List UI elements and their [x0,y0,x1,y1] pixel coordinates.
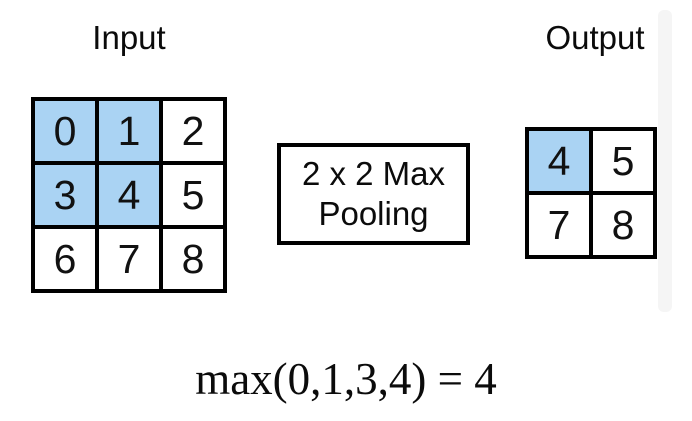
output-cell: 8 [593,195,653,255]
input-cell: 5 [163,165,223,225]
input-cell: 3 [35,165,95,225]
pooling-label-line2: Pooling [318,195,429,232]
input-cell: 7 [99,229,159,289]
input-title: Input [92,19,166,56]
output-title: Output [545,19,645,56]
input-cell: 6 [35,229,95,289]
input-cell: 4 [99,165,159,225]
input-cell: 0 [35,101,95,161]
pooling-operation-box: 2 x 2 Max Pooling [277,143,470,245]
input-cell: 1 [99,101,159,161]
formula-text: max(0,1,3,4) = 4 [195,354,497,404]
output-cell: 5 [593,131,653,191]
input-cell: 8 [163,229,223,289]
pooling-label-line1: 2 x 2 Max [301,154,446,192]
output-cell: 7 [529,195,589,255]
output-cell: 4 [529,131,589,191]
background-stripe [658,10,672,312]
input-cell: 2 [163,101,223,161]
